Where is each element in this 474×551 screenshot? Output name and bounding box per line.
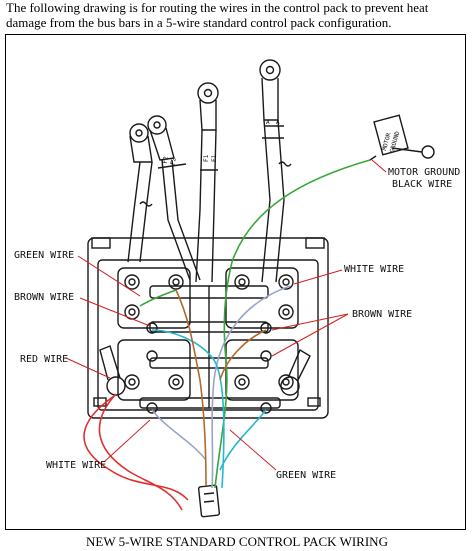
tag-f1-left: F1	[203, 154, 210, 162]
tag-a-right: A	[276, 119, 280, 126]
intro-text: The following drawing is for routing the…	[6, 0, 429, 30]
label-brown-wire-right: BROWN WIRE	[352, 309, 412, 320]
solenoid-right-bottom	[225, 339, 299, 401]
mount-tab-bottom-right	[307, 397, 321, 407]
mount-tab-bottom-left	[93, 397, 107, 407]
cable-a	[261, 119, 271, 283]
tag-motor: MOTOR	[381, 132, 393, 152]
solenoid-left-bottom	[117, 339, 191, 401]
label-brown-wire-left: BROWN WIRE	[14, 292, 74, 303]
label-green-wire-bottom: GREEN WIRE	[276, 470, 336, 481]
control-pack-inner	[97, 259, 319, 411]
label-motor-ground: MOTOR GROUND	[388, 167, 460, 178]
mount-tab-top-left	[91, 237, 111, 249]
label-white-wire-left: WHITE WIRE	[46, 460, 106, 471]
label-green-wire-left: GREEN WIRE	[14, 250, 74, 261]
ring-terminal-f2-left	[129, 123, 149, 143]
green-wire	[214, 159, 371, 489]
brown-wire	[175, 289, 207, 487]
diagram-caption: NEW 5-WIRE STANDARD CONTROL PACK WIRING	[86, 534, 388, 549]
label-red-wire: RED WIRE	[20, 354, 68, 365]
connector-plug	[197, 484, 221, 518]
label-black-wire: BLACK WIRE	[392, 179, 452, 190]
ring-terminal-f1	[197, 82, 219, 104]
tag-f1-right: F1	[211, 154, 218, 162]
cable-f2-left	[127, 161, 141, 263]
cable-f2-right	[161, 159, 191, 281]
mount-tab-top-right	[305, 237, 325, 249]
bus-bar-bottom	[139, 397, 281, 409]
motor-ground-tag	[373, 114, 409, 156]
motor-ground-ring	[421, 145, 435, 159]
terminal-studs	[124, 274, 294, 414]
tag-a-left: A	[266, 119, 270, 126]
white-wire	[211, 285, 291, 489]
tag-f2-left: F2	[162, 156, 170, 165]
label-white-wire-right: WHITE WIRE	[344, 264, 404, 275]
control-pack-housing	[87, 237, 329, 419]
ring-terminal-a	[259, 59, 281, 81]
tag-f2-right: F2	[170, 157, 178, 166]
diagram-frame	[5, 34, 466, 530]
ring-terminal-f2-right	[147, 115, 167, 135]
ring-terminal-red-lower-left	[106, 376, 126, 396]
cable-f1	[195, 129, 203, 283]
ring-terminal-lower-right	[280, 376, 300, 396]
cyan-wire	[151, 329, 225, 489]
red-wire	[83, 395, 189, 501]
